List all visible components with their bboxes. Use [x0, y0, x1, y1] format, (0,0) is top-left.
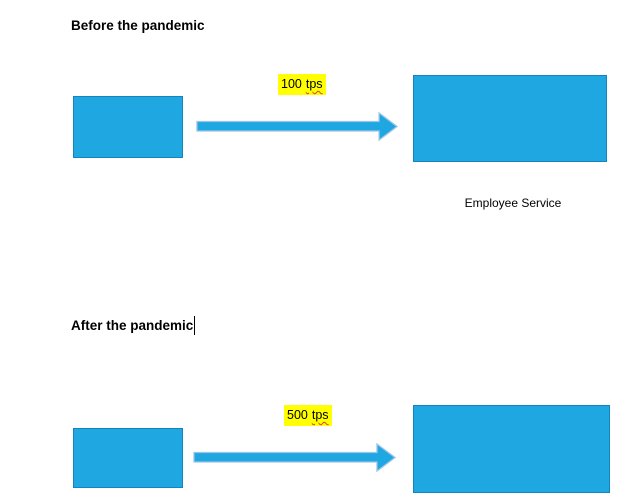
heading-after[interactable]: After the pandemic: [71, 316, 196, 335]
rate-unit: tps: [305, 77, 323, 91]
heading-before-text: Before the pandemic: [71, 18, 205, 33]
right-arrow-shape-after[interactable]: [193, 443, 397, 472]
heading-after-text: After the pandemic: [71, 318, 194, 333]
source-box-after[interactable]: [73, 428, 183, 488]
rate-unit: tps: [311, 408, 329, 422]
heading-before[interactable]: Before the pandemic: [71, 16, 205, 35]
employee-service-label[interactable]: Employee Service: [464, 196, 562, 210]
right-arrow-shape-before[interactable]: [196, 112, 399, 141]
employee-service-box[interactable]: [413, 75, 607, 162]
rate-value: 500: [287, 408, 308, 422]
service-box-after[interactable]: [413, 405, 610, 493]
source-box-before[interactable]: [73, 96, 183, 158]
text-caret: [194, 316, 196, 335]
rate-value: 100: [281, 77, 302, 91]
